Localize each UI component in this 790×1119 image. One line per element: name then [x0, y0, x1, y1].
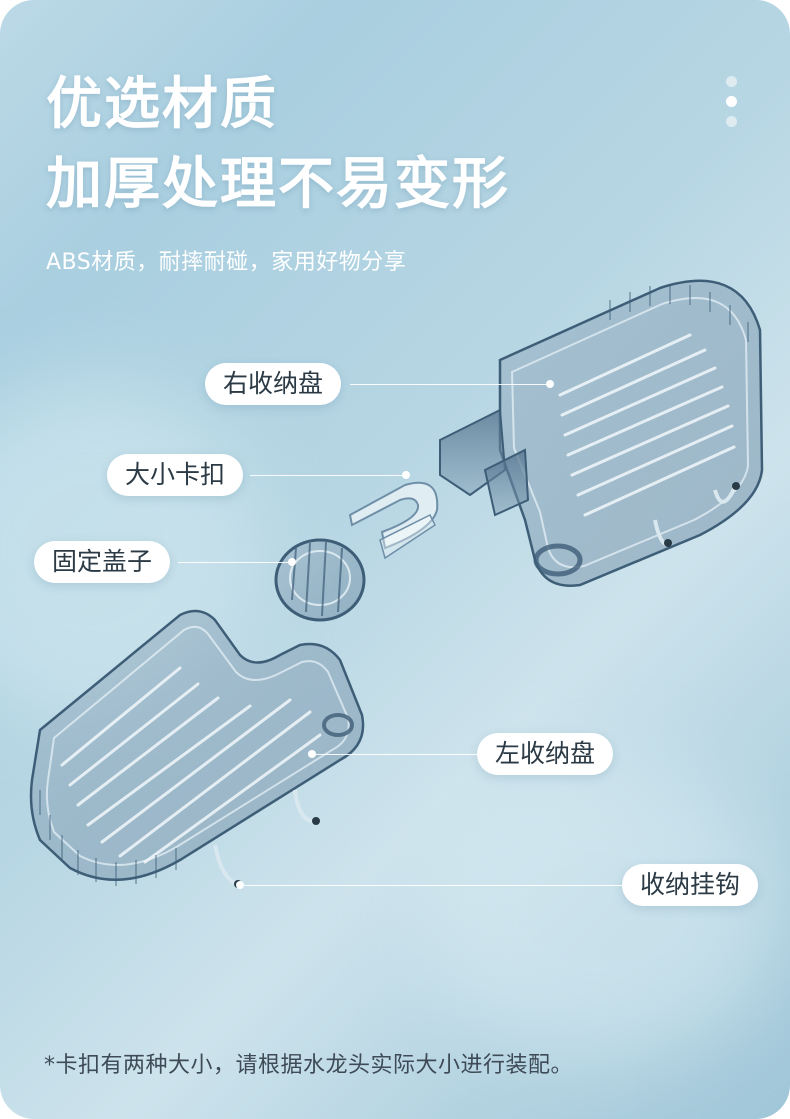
background-glow-right — [420, 760, 780, 1060]
pager-dots[interactable] — [724, 76, 738, 136]
leader-hooks — [240, 885, 623, 886]
leader-left-tray — [312, 754, 478, 755]
leader-cap — [178, 562, 290, 563]
label-right-tray: 右收纳盘 — [205, 363, 342, 405]
headline-line-1: 优选材质 — [46, 72, 278, 137]
anchor-left-tray — [308, 750, 316, 758]
footnote: *卡扣有两种大小，请根据水龙头实际大小进行装配。 — [44, 1053, 574, 1078]
headline-line-2: 加厚处理不易变形 — [46, 152, 510, 217]
anchor-right-tray — [546, 380, 554, 388]
right-tray-graphic — [439, 279, 764, 587]
pager-dot-1[interactable] — [725, 76, 737, 87]
pager-dot-2[interactable] — [725, 96, 737, 107]
left-tray-graphic — [29, 609, 365, 888]
cap-graphic — [274, 538, 366, 622]
material-subtitle: ABS材质，耐摔耐碰，家用好物分享 — [46, 250, 407, 275]
label-cap: 固定盖子 — [34, 541, 171, 583]
label-clip: 大小卡扣 — [107, 454, 244, 496]
label-hooks: 收纳挂钩 — [622, 864, 759, 906]
leader-right-tray — [350, 384, 550, 385]
leader-clip — [250, 475, 405, 476]
clip-graphic — [348, 481, 439, 560]
anchor-hooks — [236, 881, 244, 889]
anchor-clip — [402, 471, 410, 479]
anchor-cap — [288, 558, 296, 566]
label-left-tray: 左收纳盘 — [477, 733, 614, 775]
pager-dot-3[interactable] — [725, 116, 737, 127]
